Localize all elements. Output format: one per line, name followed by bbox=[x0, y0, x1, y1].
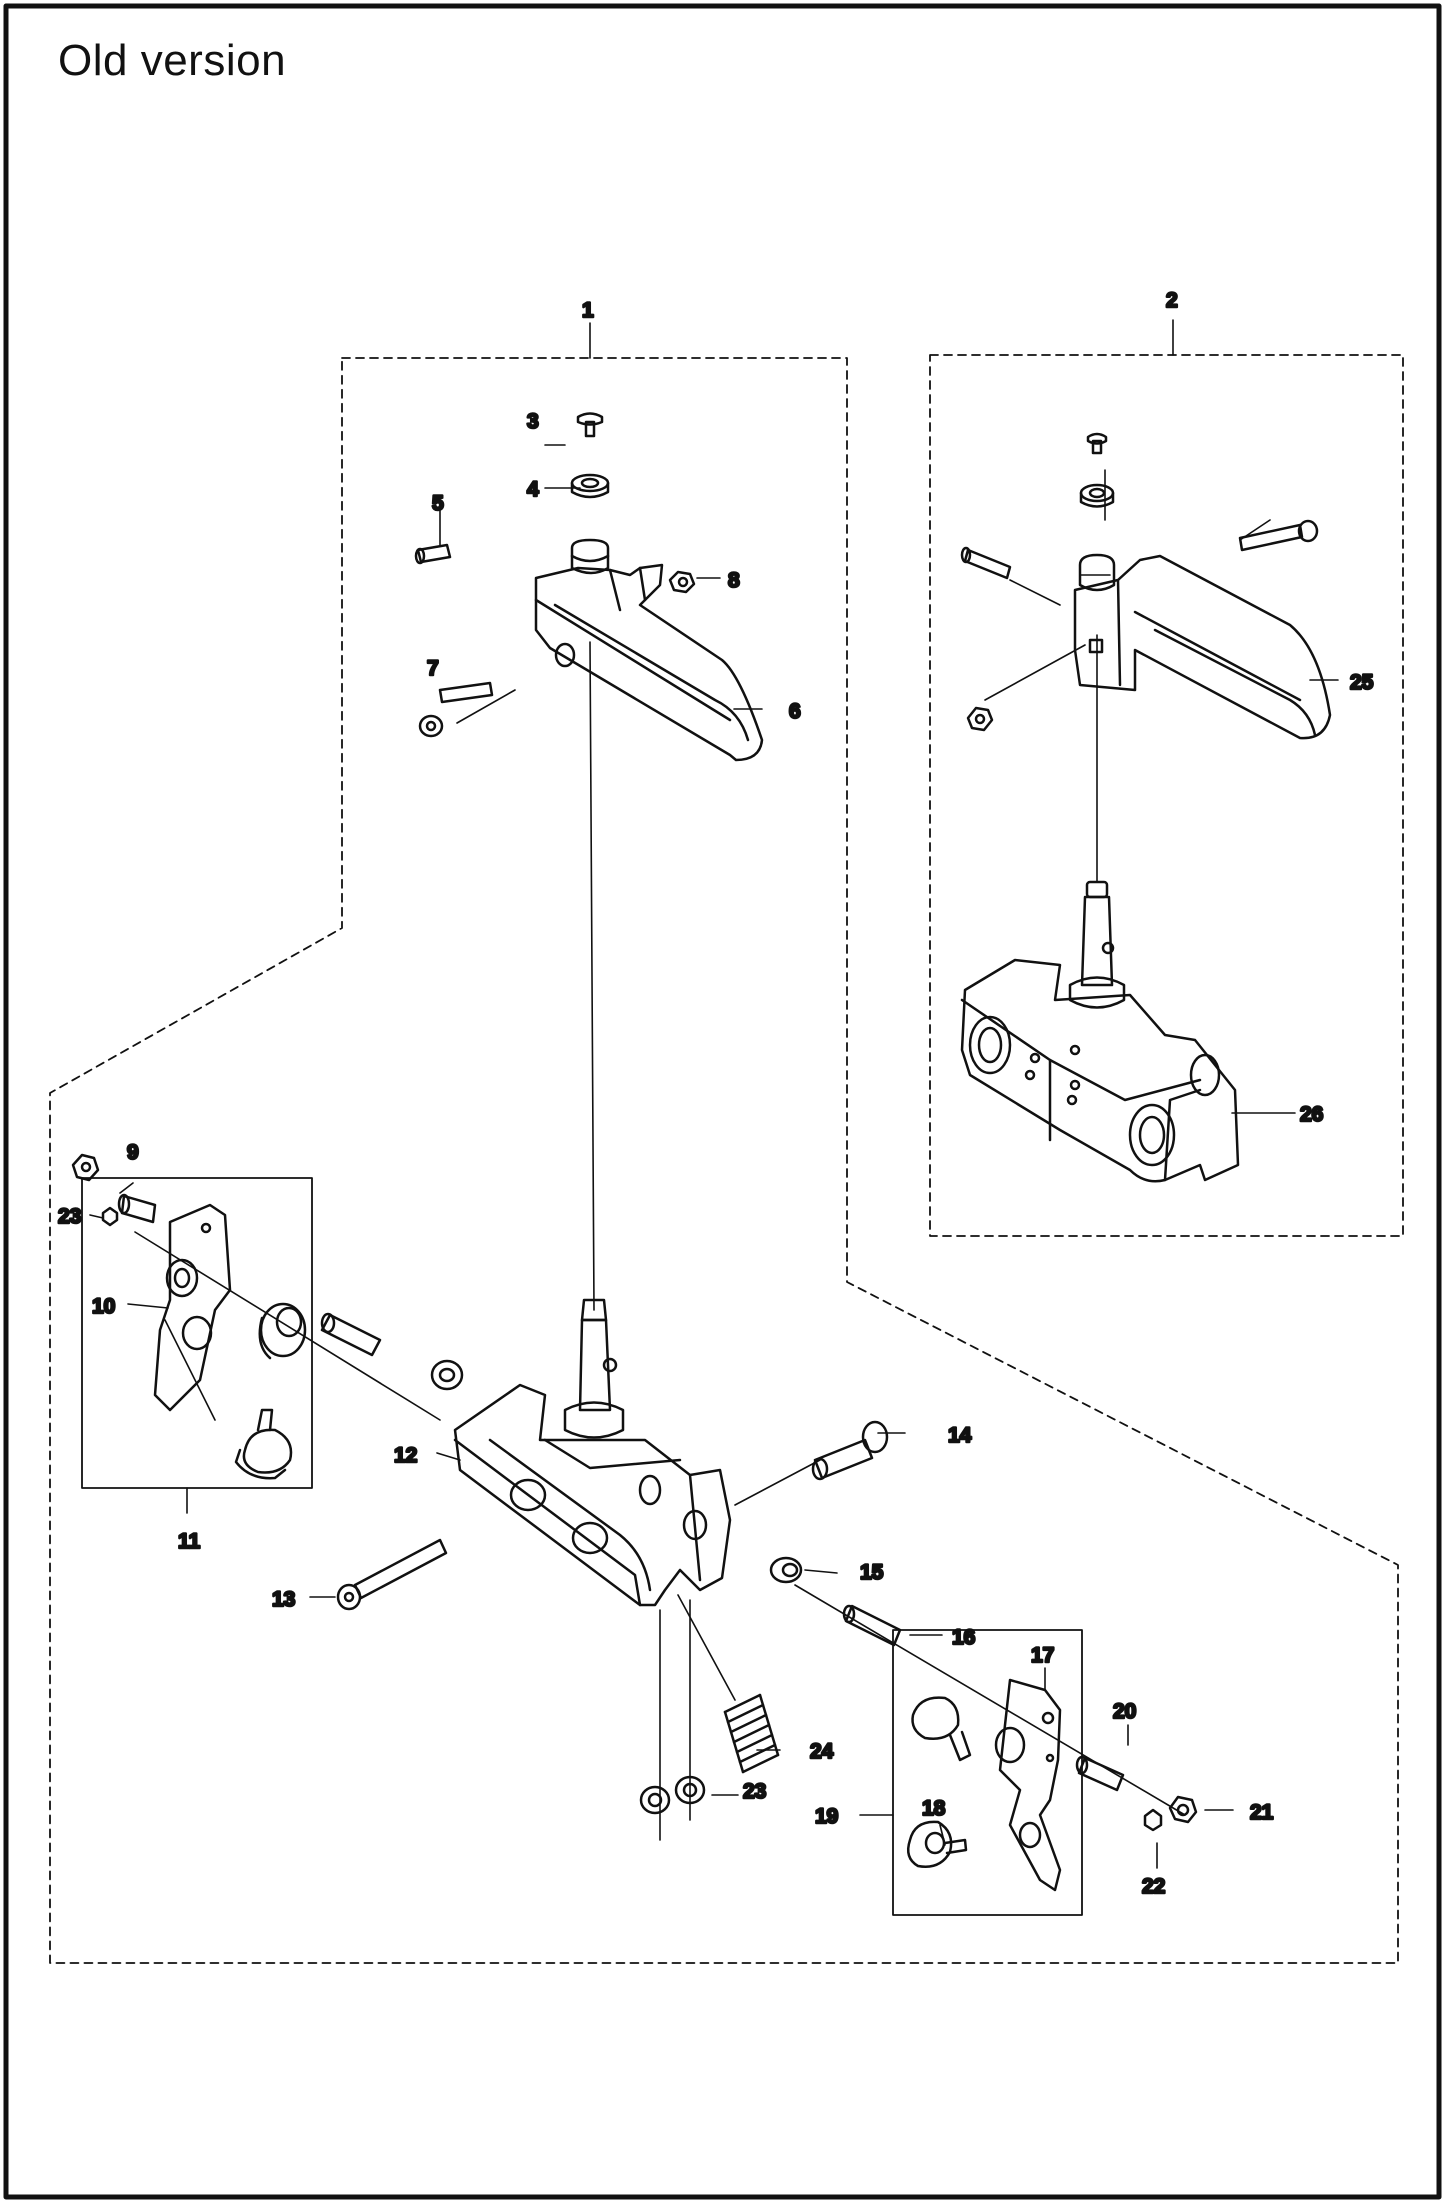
part-5-pin bbox=[416, 543, 452, 564]
diagram-heading: Old version bbox=[58, 36, 287, 85]
part-24-spring bbox=[723, 1693, 780, 1774]
callout-15: 15 bbox=[860, 1561, 884, 1584]
part-25-handle bbox=[1073, 554, 1332, 740]
callout-7: 7 bbox=[427, 657, 439, 680]
callout-23-upper: 23 bbox=[58, 1205, 81, 1228]
handle-assembly-2 bbox=[960, 432, 1332, 740]
callout-11: 11 bbox=[178, 1530, 201, 1553]
callout-10: 10 bbox=[92, 1295, 115, 1318]
part-15-bushing bbox=[769, 1556, 803, 1584]
callout-19: 19 bbox=[815, 1805, 838, 1828]
callout-21: 21 bbox=[1250, 1801, 1274, 1824]
subassembly-11-box bbox=[81, 1177, 313, 1489]
handle-assembly-1 bbox=[414, 412, 764, 762]
part-6-handle bbox=[534, 563, 764, 762]
callout-26: 26 bbox=[1300, 1103, 1323, 1126]
callout-5: 5 bbox=[432, 492, 444, 515]
callout-13: 13 bbox=[272, 1588, 295, 1611]
callout-18: 18 bbox=[922, 1797, 946, 1820]
callout-22: 22 bbox=[1142, 1875, 1165, 1898]
callout-2: 2 bbox=[1166, 289, 1178, 312]
callout-14: 14 bbox=[948, 1424, 972, 1447]
part-13-bolt bbox=[336, 1538, 448, 1611]
callout-8: 8 bbox=[728, 569, 740, 592]
assembly-1-boundary bbox=[49, 357, 1399, 1964]
callout-6: 6 bbox=[789, 700, 801, 723]
part-23-washer bbox=[639, 1785, 671, 1815]
subassembly-19-box bbox=[892, 1629, 1083, 1916]
part-14-pin bbox=[811, 1420, 889, 1481]
callout-9: 9 bbox=[127, 1141, 139, 1164]
callout-12: 12 bbox=[394, 1444, 417, 1467]
callout-20: 20 bbox=[1113, 1700, 1136, 1723]
subassembly-19-parts bbox=[907, 1678, 1198, 1892]
callout-24: 24 bbox=[810, 1740, 834, 1763]
page-frame bbox=[3, 3, 1442, 2200]
part-3-screw bbox=[576, 412, 604, 426]
callout-17: 17 bbox=[1031, 1644, 1054, 1667]
part-7-bolt bbox=[438, 681, 494, 704]
part-26-base bbox=[960, 880, 1240, 1183]
assembly-boundaries bbox=[49, 354, 1404, 1964]
callout-labels: 1 2 3 4 5 6 7 8 9 10 11 12 13 14 15 16 1… bbox=[57, 288, 1375, 1900]
callout-23-lower: 23 bbox=[743, 1780, 766, 1803]
part-8-nut bbox=[668, 570, 696, 594]
assembly-2-boundary bbox=[929, 354, 1404, 1237]
callout-25: 25 bbox=[1350, 671, 1374, 694]
part-12-base bbox=[453, 1298, 732, 1607]
callout-1: 1 bbox=[582, 299, 594, 322]
subassembly-11-parts bbox=[71, 1153, 464, 1480]
callout-4: 4 bbox=[527, 478, 539, 501]
callout-16: 16 bbox=[952, 1626, 975, 1649]
callout-3: 3 bbox=[527, 410, 539, 433]
leader-lines bbox=[89, 319, 1339, 1869]
part-16-pin bbox=[844, 1604, 902, 1647]
